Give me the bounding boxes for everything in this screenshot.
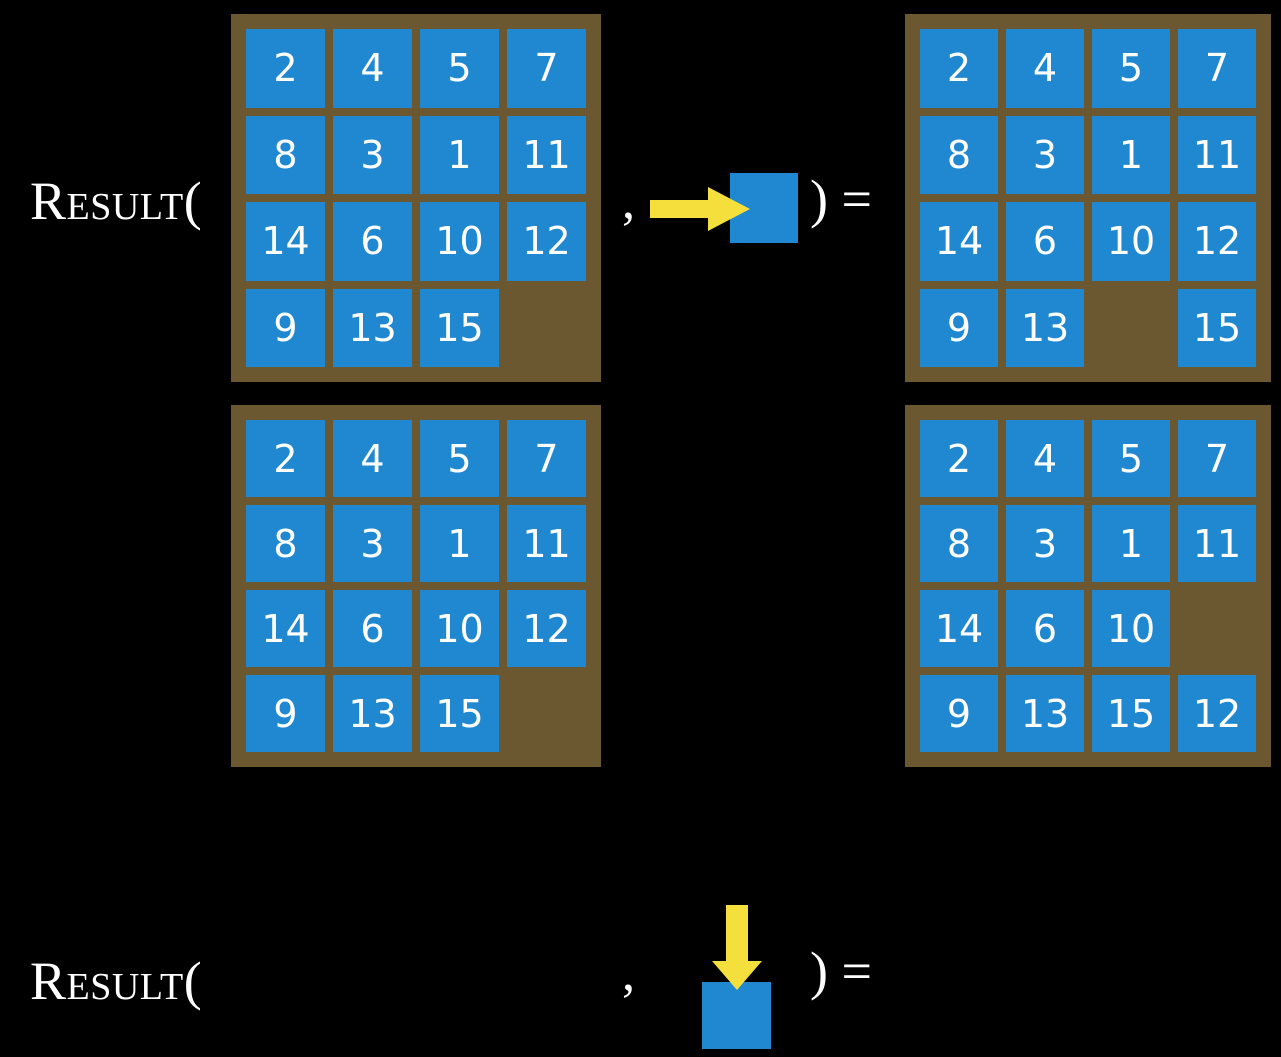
move-argument-row-2 xyxy=(690,897,810,1057)
puzzle-tile[interactable]: 10 xyxy=(420,590,499,667)
puzzle-tile[interactable]: 4 xyxy=(333,29,412,108)
move-argument-row-1 xyxy=(650,165,810,255)
puzzle-tile[interactable]: 6 xyxy=(1006,590,1084,667)
puzzle-tile[interactable]: 5 xyxy=(1092,29,1170,108)
puzzle-tile[interactable]: 5 xyxy=(1092,420,1170,497)
puzzle-tile[interactable]: 14 xyxy=(920,202,998,281)
puzzle-tile[interactable]: 7 xyxy=(507,29,586,108)
puzzle-tile[interactable]: 2 xyxy=(246,420,325,497)
puzzle-tile[interactable]: 3 xyxy=(1006,505,1084,582)
puzzle-tile[interactable]: 14 xyxy=(246,590,325,667)
puzzle-tile[interactable]: 1 xyxy=(1092,115,1170,194)
puzzle-blank-cell xyxy=(507,675,586,752)
puzzle-tile[interactable]: 2 xyxy=(246,29,325,108)
puzzle-tile[interactable]: 7 xyxy=(1178,29,1256,108)
close-paren-equals: ) = xyxy=(810,169,872,229)
puzzle-tile[interactable]: 2 xyxy=(920,420,998,497)
puzzle-tile[interactable]: 3 xyxy=(1006,115,1084,194)
puzzle-blank-cell xyxy=(507,289,586,368)
puzzle-tile[interactable]: 6 xyxy=(1006,202,1084,281)
puzzle-blank-cell xyxy=(1178,590,1256,667)
puzzle-tile[interactable]: 11 xyxy=(1178,115,1256,194)
puzzle-tile[interactable]: 6 xyxy=(333,202,412,281)
puzzle-tile[interactable]: 13 xyxy=(1006,288,1084,367)
puzzle-tile[interactable]: 7 xyxy=(507,420,586,497)
puzzle-tile[interactable]: 8 xyxy=(920,505,998,582)
puzzle-tile[interactable]: 4 xyxy=(1006,29,1084,108)
puzzle-tile[interactable]: 12 xyxy=(507,202,586,281)
puzzle-tile[interactable]: 3 xyxy=(333,115,412,194)
puzzle-tile[interactable]: 3 xyxy=(333,505,412,582)
arrow-right-icon xyxy=(650,187,750,231)
puzzle-tile[interactable]: 13 xyxy=(1006,675,1084,752)
puzzle-tile[interactable]: 11 xyxy=(1178,505,1256,582)
puzzle-tile[interactable]: 8 xyxy=(246,115,325,194)
argument-separator-comma: , xyxy=(622,945,635,1002)
argument-separator-comma: , xyxy=(622,173,635,230)
puzzle-tile[interactable]: 4 xyxy=(333,420,412,497)
puzzle-tile[interactable]: 7 xyxy=(1178,420,1256,497)
puzzle-tile[interactable]: 9 xyxy=(246,675,325,752)
puzzle-tile[interactable]: 8 xyxy=(246,505,325,582)
puzzle-tile[interactable]: 1 xyxy=(420,115,499,194)
result-function-label: Result( xyxy=(30,171,203,231)
puzzle-tile[interactable]: 1 xyxy=(1092,505,1170,582)
puzzle-tile[interactable]: 1 xyxy=(420,505,499,582)
puzzle-tile[interactable]: 5 xyxy=(420,29,499,108)
result-function-label: Result( xyxy=(30,951,203,1011)
puzzle-tile[interactable]: 10 xyxy=(1092,202,1170,281)
puzzle-tile[interactable]: 8 xyxy=(920,115,998,194)
moving-tile-swatch xyxy=(702,982,771,1049)
puzzle-tile[interactable]: 9 xyxy=(920,675,998,752)
arrow-down-icon xyxy=(712,905,762,990)
puzzle-tile[interactable]: 9 xyxy=(920,288,998,367)
puzzle-tile[interactable]: 15 xyxy=(420,675,499,752)
puzzle-tile[interactable]: 12 xyxy=(1178,202,1256,281)
puzzle-tile[interactable]: 11 xyxy=(507,505,586,582)
puzzle-tile[interactable]: 13 xyxy=(333,288,412,367)
puzzle-tile[interactable]: 15 xyxy=(420,288,499,367)
puzzle-tile[interactable]: 13 xyxy=(333,675,412,752)
puzzle-tile[interactable]: 12 xyxy=(1178,675,1256,752)
puzzle-tile[interactable]: 10 xyxy=(1092,590,1170,667)
puzzle-tile[interactable]: 6 xyxy=(333,590,412,667)
puzzle-tile[interactable]: 12 xyxy=(507,590,586,667)
puzzle-tile[interactable]: 9 xyxy=(246,288,325,367)
puzzle-tile[interactable]: 14 xyxy=(920,590,998,667)
puzzle-tile[interactable]: 15 xyxy=(1092,675,1170,752)
puzzle-tile[interactable]: 15 xyxy=(1178,288,1256,367)
puzzle-tile[interactable]: 14 xyxy=(246,202,325,281)
puzzle-tile[interactable]: 10 xyxy=(420,202,499,281)
puzzle-tile[interactable]: 11 xyxy=(507,115,586,194)
puzzle-tile[interactable]: 5 xyxy=(420,420,499,497)
puzzle-tile[interactable]: 2 xyxy=(920,29,998,108)
puzzle-tile[interactable]: 4 xyxy=(1006,420,1084,497)
puzzle-blank-cell xyxy=(1092,289,1170,368)
close-paren-equals: ) = xyxy=(810,941,872,1001)
